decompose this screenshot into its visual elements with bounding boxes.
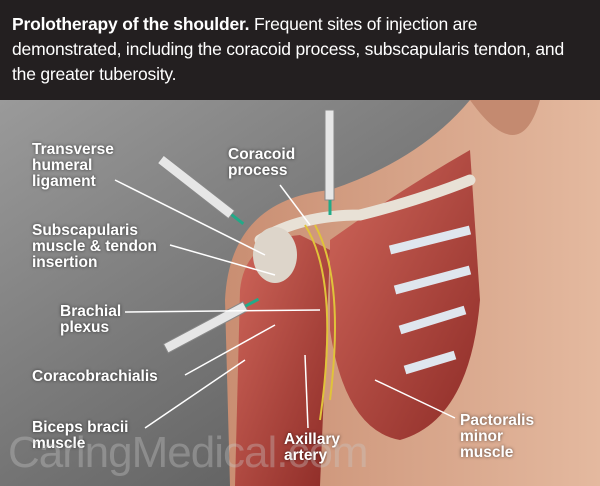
label-line: Pactoralis <box>460 412 535 429</box>
caption-title: Prolotherapy of the shoulder. <box>12 14 250 34</box>
label-line: minor <box>460 428 504 445</box>
label-line: process <box>228 162 288 179</box>
label-line: Transverse <box>32 141 114 158</box>
caption: Prolotherapy of the shoulder. Frequent s… <box>0 0 600 100</box>
leader-lines <box>114 179 456 429</box>
chest-muscles <box>330 150 480 440</box>
syringe-upper-left <box>156 154 245 226</box>
nerves <box>304 224 336 421</box>
syringe-lower-left <box>162 297 260 354</box>
label-line: humeral <box>32 157 93 174</box>
arm-muscles <box>235 235 330 486</box>
clavicle <box>254 174 476 246</box>
caption-text: Frequent sites of injection are demonstr… <box>12 14 564 84</box>
label-line: ligament <box>32 173 96 190</box>
label-line: muscle & tendon <box>32 238 157 255</box>
label-coracobrachialis: Coracobrachialis <box>32 369 158 385</box>
label-line: insertion <box>32 254 98 271</box>
label-line: Axillary <box>284 431 341 448</box>
neck <box>470 100 540 135</box>
label-line: Subscapularis <box>32 222 138 239</box>
syringe-top <box>324 109 335 215</box>
label-line: plexus <box>60 319 110 336</box>
label-line: Biceps bracii <box>32 419 129 436</box>
label-line: muscle <box>460 444 514 461</box>
label-line: artery <box>284 447 328 464</box>
label-line: muscle <box>32 435 86 452</box>
label-line: Brachial <box>60 303 122 320</box>
label-line: Coracoid <box>228 146 296 163</box>
label-line: Coracobrachialis <box>32 368 158 385</box>
humeral-head <box>253 227 297 283</box>
shoulder-illustration <box>0 100 600 486</box>
ribs <box>388 225 472 375</box>
watermark: CaringMedical.com <box>8 428 369 477</box>
